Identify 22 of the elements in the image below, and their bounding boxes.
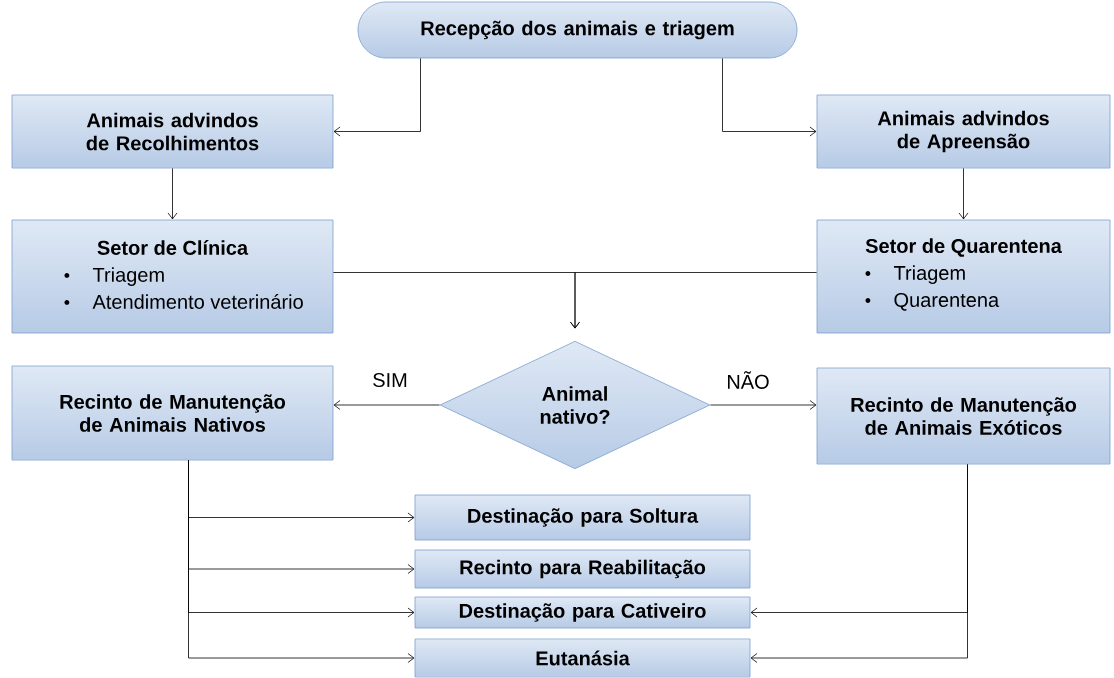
process-box: Recinto para Reabilitação — [414, 549, 751, 589]
process-box: Animais advindos de Apreensão — [816, 94, 1111, 169]
process-box: Recinto de Manutenção de Animais Nativos — [11, 365, 334, 461]
process-box: Recinto de Manutenção de Animais Exóticos — [816, 367, 1111, 465]
terminal-box: Recepção dos animais e triagem — [357, 1, 798, 59]
arrow — [188, 460, 415, 663]
process-box: Eutanásia — [414, 638, 751, 678]
process-box: Animais advindos de Recolhimentos — [11, 94, 334, 169]
process-box: Destinação para Soltura — [414, 494, 751, 541]
arrow — [167, 168, 178, 220]
arrow — [333, 58, 421, 137]
arrow — [722, 58, 817, 137]
edge-label: SIM — [371, 371, 409, 389]
arrow — [750, 464, 968, 663]
arrow — [333, 400, 440, 410]
arrow — [710, 400, 817, 410]
process-box: Setor de Clínica Triagem Atendimento veterinário — [11, 219, 334, 334]
process-box: Destinação para Cativeiro — [414, 596, 751, 629]
edge-label: NÃO — [725, 370, 771, 390]
arrow — [958, 168, 969, 220]
process-box: Setor de Quarentena Triagem Quarentena — [816, 219, 1111, 334]
arrow — [570, 272, 817, 329]
